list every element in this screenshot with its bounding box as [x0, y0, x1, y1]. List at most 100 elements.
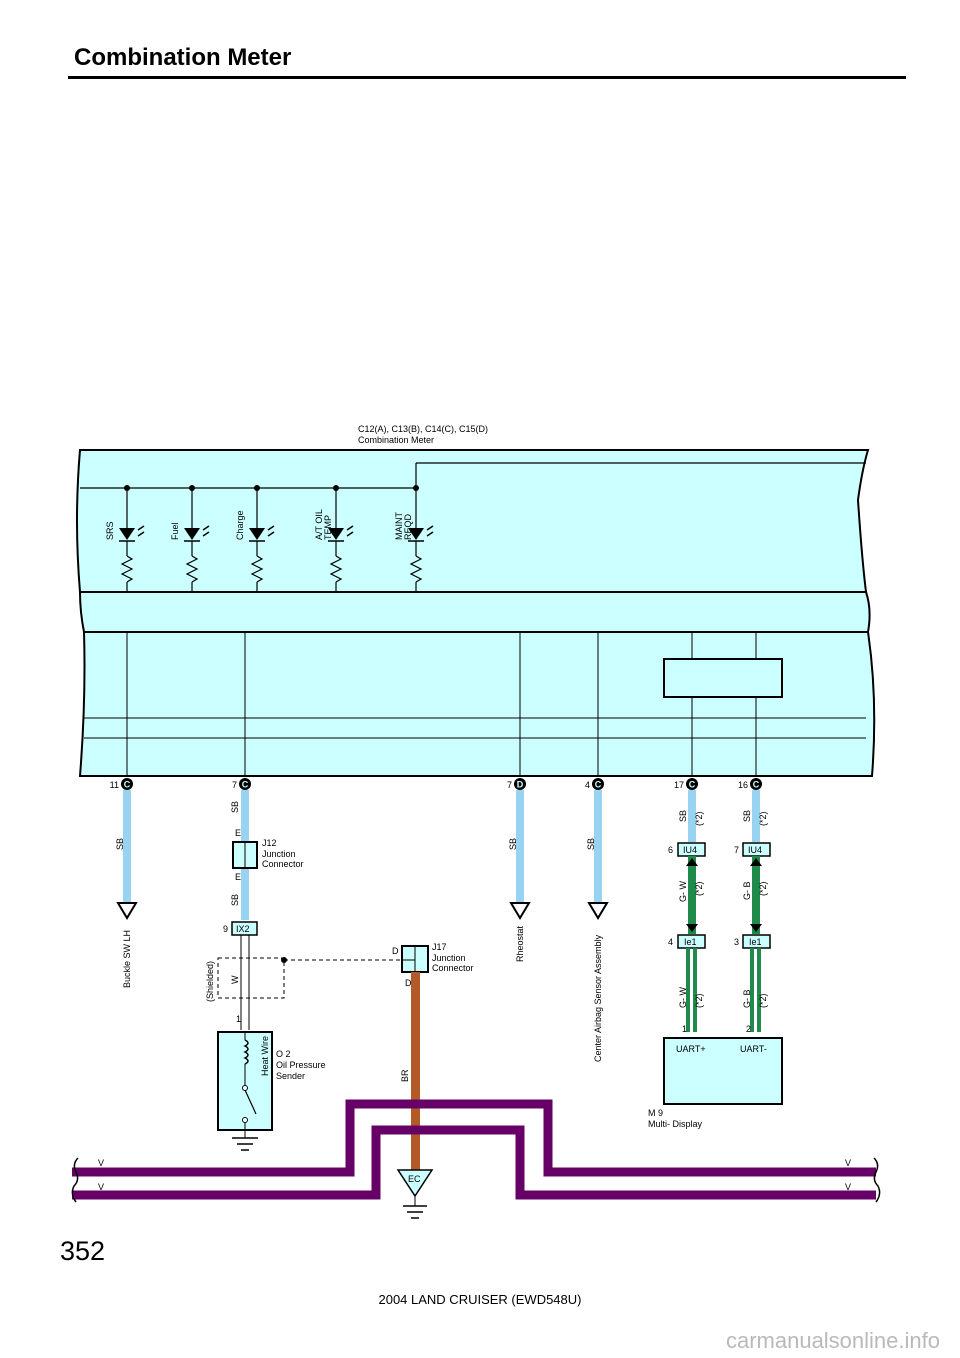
indicator-1: Fuel	[170, 485, 210, 592]
m9-pin2: 2	[746, 1024, 751, 1034]
indicator-label-1-0: Fuel	[170, 522, 180, 540]
meter-pin-connector-5: C	[753, 780, 760, 790]
j12-line1: Junction	[262, 849, 296, 859]
m9-pin1: 1	[682, 1024, 687, 1034]
o2-id: O 2	[276, 1049, 291, 1059]
wire-br: BR	[400, 1069, 410, 1082]
ie1-right-name: Ie1	[749, 937, 762, 947]
indicator-2: Charge	[235, 485, 275, 592]
o2-line2: Sender	[276, 1071, 305, 1081]
j12-line2: Connector	[262, 859, 304, 869]
iu4-left-name: IU4	[683, 845, 697, 855]
wire-v-left-bottom: V	[98, 1182, 104, 1192]
indicator-label-0-0: SRS	[105, 521, 115, 540]
wire-note-gb-iu4: (*2)	[758, 881, 768, 896]
wire-note-16c: (*2)	[758, 811, 768, 826]
j12-id: J12	[262, 838, 277, 848]
ie1-right-pin: 3	[734, 937, 739, 947]
iu4-left-pin: 6	[668, 845, 673, 855]
title-rule	[68, 76, 906, 79]
j12-pin-bottom: E	[235, 872, 241, 882]
j17-id: J17	[432, 942, 447, 952]
meter-pin-4: 17 C	[674, 778, 698, 790]
meter-pin-connector-4: C	[689, 780, 696, 790]
v-wires: V V V V	[71, 1099, 881, 1203]
wire-sb-4c: SB	[586, 838, 596, 850]
wire-gb-iu4: G- B	[742, 881, 752, 900]
ie1-connector-left: 4 Ie1	[668, 934, 706, 949]
wire-sb-17c: SB	[678, 810, 688, 822]
iu4-right-name: IU4	[748, 845, 762, 855]
wire-note-17c: (*2)	[694, 811, 704, 826]
wire-sb-7d: SB	[508, 838, 518, 850]
indicator-label-2-0: Charge	[235, 510, 245, 540]
meter-pin-number-5: 16	[738, 780, 748, 790]
page-number: 352	[60, 1236, 106, 1266]
indicator-label-4-1: REQD	[403, 513, 413, 540]
meter-pin-connector-2: D	[517, 780, 524, 790]
iu4-right-pin: 7	[734, 845, 739, 855]
combination-meter-box	[76, 449, 876, 777]
ie1-connector-right: 3 Ie1	[734, 934, 771, 949]
m9-uart-plus: UART+	[676, 1044, 706, 1054]
dest-airbag-sensor: Center Airbag Sensor Assembly	[593, 934, 603, 1062]
wire-v-right-bottom: V	[845, 1182, 851, 1192]
wire-note-gw-iu4: (*2)	[694, 881, 704, 896]
meter-pin-number-0: 11	[110, 780, 119, 790]
dest-rheostat: Rheostat	[515, 925, 525, 962]
indicator-0: SRS	[105, 485, 145, 592]
o2-pin: 1	[236, 1014, 241, 1024]
m9-name: Multi- Display	[648, 1119, 703, 1129]
indicator-label-4-0: MAINT	[394, 512, 404, 541]
ground-label: EC	[408, 1174, 421, 1184]
wire-gw-iu4: G- W	[678, 881, 688, 902]
watermark: carmanualsonline.info	[725, 1328, 940, 1353]
j17-line2: Connector	[432, 963, 474, 973]
j17-junction-connector: D D J17 Junction Connector	[392, 942, 474, 988]
wire-v-left-top: V	[98, 1158, 104, 1168]
wire-note-gb-ie1: (*2)	[758, 993, 768, 1008]
wire-w: W	[230, 975, 240, 984]
j17-line1: Junction	[432, 953, 466, 963]
meter-pin-number-4: 17	[674, 780, 684, 790]
m9-id: M 9	[648, 1108, 663, 1118]
m9-uart-minus: UART-	[740, 1044, 767, 1054]
meter-pin-5: 16 C	[738, 778, 762, 790]
meter-name: Combination Meter	[358, 435, 434, 445]
ie1-left-pin: 4	[668, 937, 673, 947]
page-title: Combination Meter	[74, 44, 292, 71]
wire-gb-ie1: G- B	[742, 989, 752, 1008]
o2-line1: Oil Pressure	[276, 1060, 326, 1070]
meter-pin-number-2: 7	[507, 780, 512, 790]
iu4-connector-right: 7 IU4	[734, 842, 771, 857]
oil-pressure-sender: 1 Heat Wire O 2 Oil Pressure Sender	[217, 1014, 326, 1151]
dest-buckle-sw: Buckle SW LH	[122, 930, 132, 988]
meter-pin-connector-0: C	[124, 780, 131, 790]
meter-pin-number-1: 7	[232, 780, 237, 790]
ix2-pin: 9	[223, 924, 228, 934]
meter-pin-number-3: 4	[585, 780, 590, 790]
shielded-label: (Shielded)	[205, 961, 215, 1002]
meter-pin-connector-1: C	[242, 780, 249, 790]
o2-heat-wire: Heat Wire	[260, 1036, 270, 1076]
ie1-left-name: Ie1	[684, 937, 697, 947]
wire-sb-7c: SB	[230, 801, 240, 813]
wire-gw-ie1: G- W	[678, 987, 688, 1008]
ground-ec: EC	[396, 1169, 434, 1219]
j12-junction-connector: E E J12 Junction Connector	[232, 828, 304, 882]
wire-note-gw-ie1: (*2)	[694, 993, 704, 1008]
indicator-label-3-1: TEMP	[323, 515, 333, 540]
wire-v-right-top: V	[845, 1158, 851, 1168]
meter-connector-refs: C12(A), C13(B), C14(C), C15(D)	[358, 424, 488, 434]
multi-display-box: 1 2 UART+ UART- M 9 Multi- Display	[648, 1024, 783, 1129]
meter-pin-connector-3: C	[595, 780, 602, 790]
wire-sb-11c: SB	[115, 838, 125, 850]
footer-model: 2004 LAND CRUISER (EWD548U)	[378, 1292, 582, 1307]
indicator-label-3-0: A/T OIL	[314, 509, 324, 540]
wire-sb-j12: SB	[230, 894, 240, 906]
